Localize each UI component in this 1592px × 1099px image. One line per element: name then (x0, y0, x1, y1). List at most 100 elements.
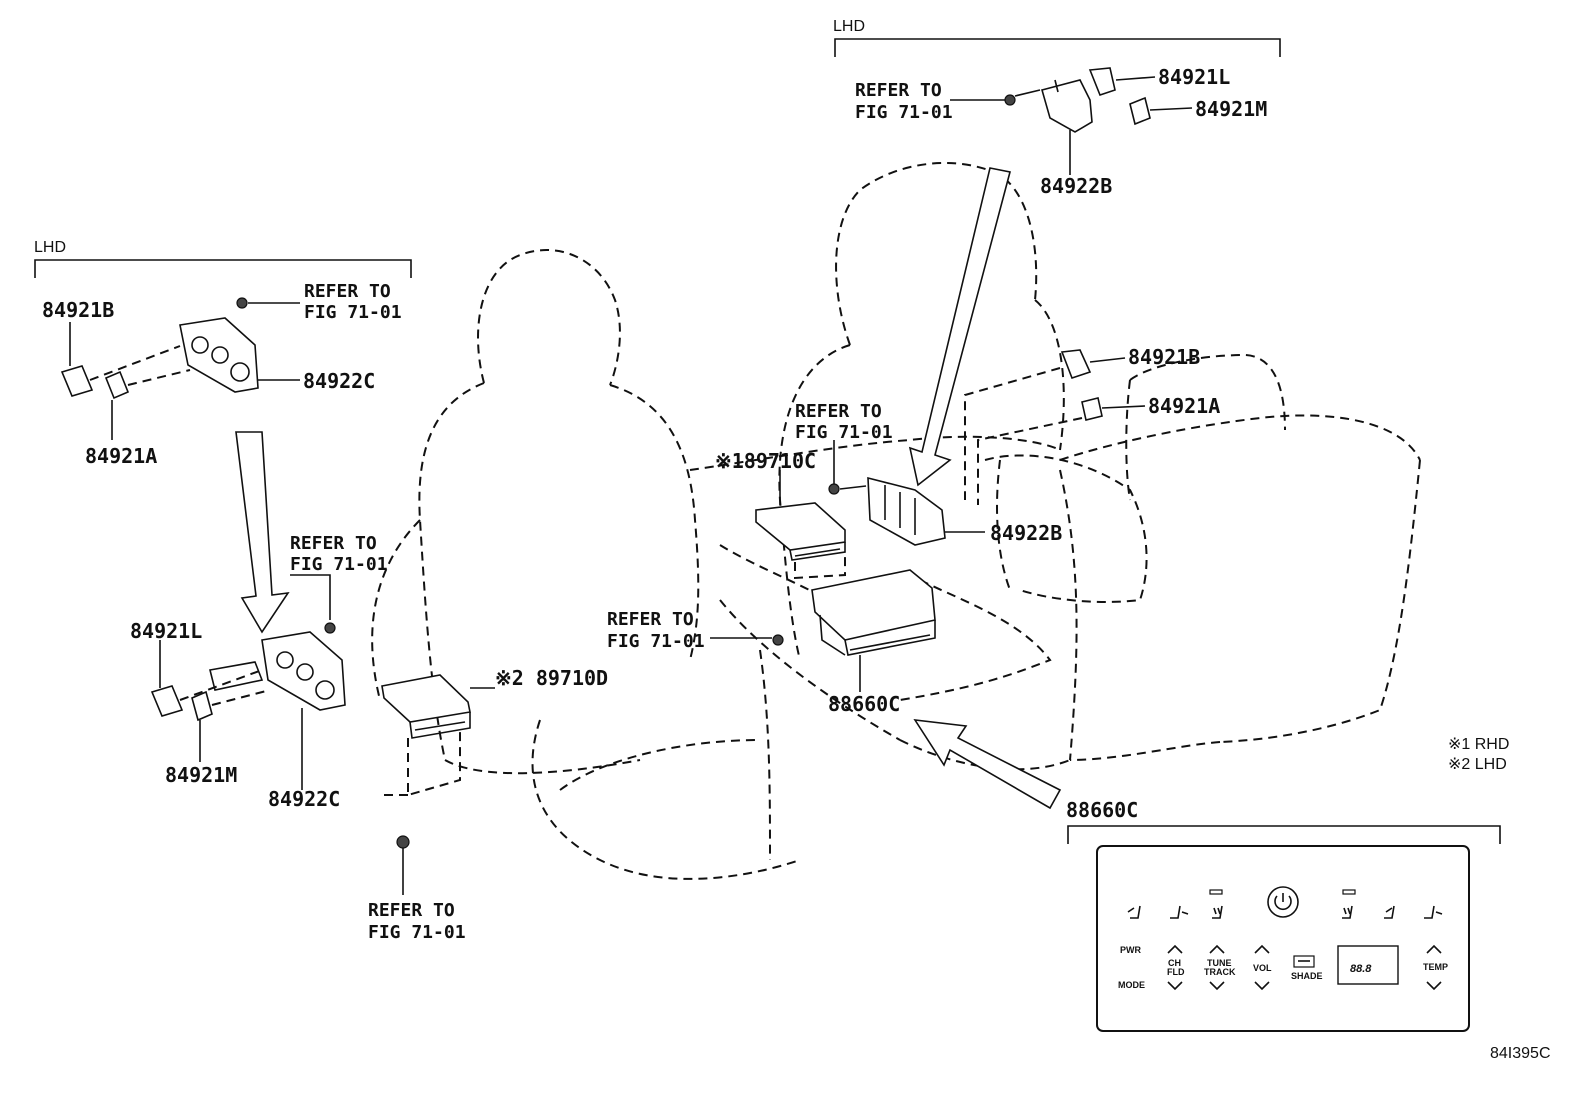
chevron-up-icon (1426, 944, 1442, 954)
switch-base-84922C-low (261, 631, 346, 711)
screw-icon (236, 297, 248, 309)
knob-84921B-left (60, 365, 94, 397)
indicator-icon (1209, 889, 1223, 895)
panel-mode: MODE (1118, 980, 1145, 990)
seat-ventilation-icon (1127, 905, 1141, 919)
label-84921B-left: 84921B (42, 298, 114, 322)
label-84922B-top: 84922B (1040, 174, 1112, 198)
screw-icon (772, 634, 784, 646)
refer-left-line2: FIG 71-01 (304, 302, 402, 323)
chevron-down-icon (1254, 981, 1270, 991)
chevron-down-icon (1426, 981, 1442, 991)
screw-icon (396, 835, 410, 849)
arrow-left (235, 431, 290, 634)
label-84921L-top: 84921L (1158, 65, 1230, 89)
panel-fld: FLD (1167, 967, 1185, 977)
label-89710C: ※189710C (715, 449, 816, 473)
knob-84921A-right (1081, 397, 1103, 421)
left-lhd-bracket: LHD (34, 239, 412, 278)
module-89710D (380, 674, 495, 895)
refer-mid-line2: FIG 71-01 (607, 631, 705, 652)
knob-84921L-top (1088, 67, 1116, 96)
knob-84921L-low (150, 685, 184, 717)
panel-shade: SHADE (1291, 971, 1323, 981)
panel-detail-88660C: 88660C PWR MODE CH FLD TUNE TRACK VO (1066, 798, 1501, 1032)
seat-recline-icon (1424, 905, 1443, 919)
chevron-down-icon (1167, 981, 1183, 991)
screw-icon (1004, 94, 1016, 106)
module-89710C (755, 470, 846, 580)
top-group-label: LHD (833, 18, 865, 35)
knob-84921B-right (1060, 349, 1092, 380)
screw-icon (828, 483, 840, 495)
refer-top-line1: REFER TO (855, 80, 942, 101)
panel-temp: TEMP (1423, 962, 1448, 972)
refer-lowleft-line1: REFER TO (290, 533, 377, 554)
front-seat-outline (371, 249, 801, 880)
footnotes: ※1 RHD ※2 LHD (1448, 736, 1509, 773)
panel-display-readout: 88.8 (1350, 963, 1372, 975)
control-panel (1096, 845, 1470, 1032)
refer-bottom-line2: FIG 71-01 (368, 922, 466, 943)
refer-top-line2: FIG 71-01 (855, 102, 953, 123)
label-84921M-low: 84921M (165, 763, 237, 787)
seat-ventilation-icon (1384, 905, 1395, 919)
left-switch-group (60, 297, 300, 440)
label-84922B-mid: 84922B (990, 521, 1062, 545)
refer-lowleft-line2: FIG 71-01 (290, 554, 388, 575)
panel-ch: CH (1168, 958, 1181, 968)
chevron-up-icon (1209, 944, 1225, 954)
right-knob-group (964, 349, 1146, 505)
panel-vol: VOL (1253, 963, 1272, 973)
seat-heater-icon (1342, 905, 1353, 919)
label-84921A-right: 84921A (1148, 394, 1220, 418)
lower-left-switch-group (150, 574, 346, 790)
refer-mid-line1: REFER TO (607, 609, 694, 630)
shade-icon (1293, 955, 1315, 968)
refer-labels: REFER TO FIG 71-01 REFER TO FIG 71-01 RE… (290, 80, 953, 943)
left-group-label: LHD (34, 239, 66, 256)
chevron-up-icon (1254, 944, 1270, 954)
panel-tune: TUNE (1207, 958, 1232, 968)
refer-center-line2: FIG 71-01 (795, 422, 893, 443)
panel-track: TRACK (1204, 967, 1236, 977)
note-rhd: ※1 RHD (1448, 736, 1509, 753)
seat-icons-left (1127, 889, 1223, 919)
part-labels: 84921L 84921M 84922B 84921B 84922C 84921… (42, 65, 1267, 811)
arrow-bottom (913, 719, 1062, 810)
knob-84921M-low (191, 690, 213, 722)
knob-84921A-left (104, 370, 130, 400)
switch-base-84922B-top (1041, 79, 1093, 133)
power-button-icon (1267, 886, 1299, 918)
label-89710D: ※2 89710D (495, 666, 608, 690)
label-84921A-left: 84921A (85, 444, 157, 468)
seat-heater-icon (1212, 905, 1223, 919)
chevron-down-icon (1209, 981, 1225, 991)
screw-icon (324, 622, 336, 634)
knob-84921M-top (1129, 96, 1151, 126)
chevron-up-icon (1167, 944, 1183, 954)
panel-pwr: PWR (1120, 945, 1141, 955)
module-84922B-mid (828, 440, 985, 546)
label-84921L-low: 84921L (130, 619, 202, 643)
indicator-icon (1342, 889, 1356, 895)
top-switch-group (950, 67, 1193, 175)
top-lhd-bracket: LHD (833, 18, 1281, 57)
label-84921B-right: 84921B (1128, 345, 1200, 369)
label-84922C-low: 84922C (268, 787, 340, 811)
panel-group-label: 88660C (1066, 798, 1138, 822)
label-84921M-top: 84921M (1195, 97, 1267, 121)
panel-display (1337, 945, 1399, 985)
arrow-top (908, 167, 1011, 487)
refer-bottom-line1: REFER TO (368, 900, 455, 921)
refer-center-line1: REFER TO (795, 401, 882, 422)
label-88660C: 88660C (828, 692, 900, 716)
seat-icons-right (1342, 889, 1443, 919)
label-84922C-left: 84922C (303, 369, 375, 393)
switch-base-84922C-left (179, 317, 259, 393)
refer-left-line1: REFER TO (304, 281, 391, 302)
note-lhd: ※2 LHD (1448, 756, 1507, 773)
seat-recline-icon (1170, 905, 1189, 919)
figure-code: 84I395C (1490, 1045, 1551, 1062)
